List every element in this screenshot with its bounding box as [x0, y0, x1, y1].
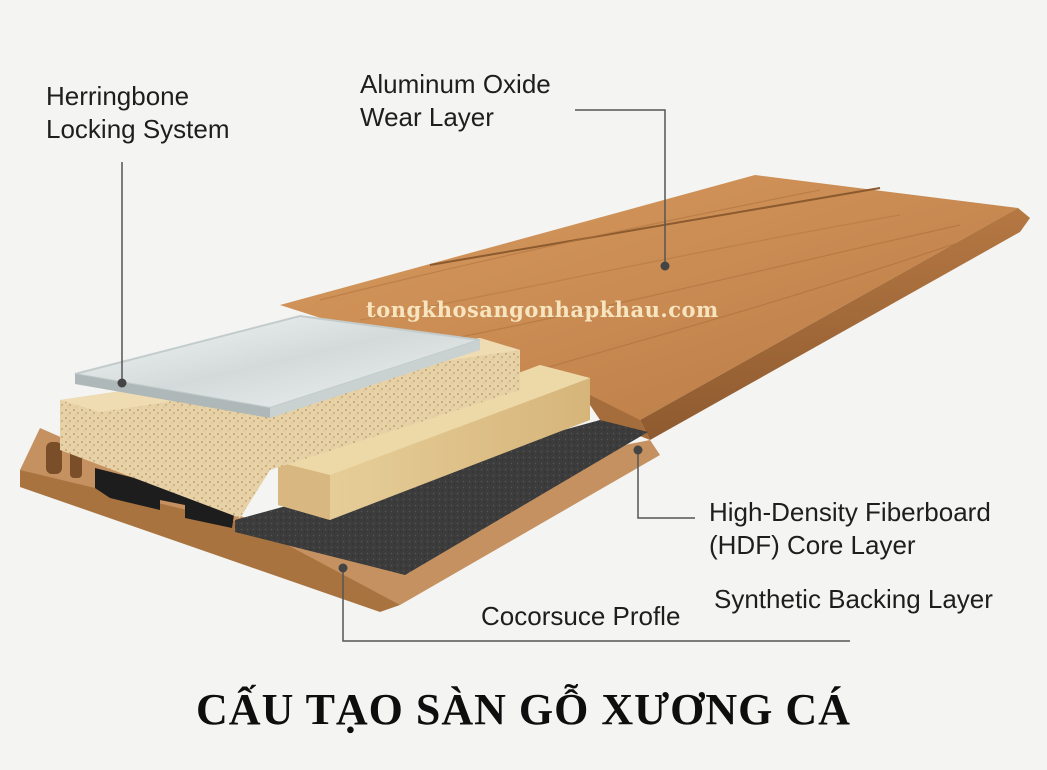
label-profile: Cocorsuce Profle	[481, 601, 681, 631]
label-synthetic-backing-layer: Synthetic Backing Layer	[714, 584, 993, 614]
leader-hdf	[637, 450, 695, 519]
label-oxide-line1: Aluminum Oxide	[360, 69, 551, 99]
leader-oxide	[575, 109, 666, 266]
label-aluminum-oxide-wear-layer: Aluminum Oxide Wear Layer	[360, 68, 551, 134]
leader-profile	[342, 568, 850, 642]
dot-hdf	[633, 445, 643, 455]
label-hdf-line1: High-Density Fiberboard	[709, 497, 991, 527]
label-oxide-line2: Wear Layer	[360, 102, 494, 132]
synthetic-backing-layer	[235, 420, 648, 575]
dot-herringbone	[117, 378, 127, 388]
dot-oxide	[660, 261, 670, 271]
dot-profile	[338, 563, 348, 573]
leader-dots	[117, 261, 670, 573]
label-herringbone-locking-system: Herringbone Locking System	[46, 80, 230, 146]
label-hdf-core-layer: High-Density Fiberboard (HDF) Core Layer	[709, 496, 991, 562]
leader-lines	[121, 109, 850, 642]
label-herringbone-line2: Locking System	[46, 114, 230, 144]
label-herringbone-line1: Herringbone	[46, 81, 190, 111]
diagram-title: CẤU TẠO SÀN GỖ XƯƠNG CÁ	[196, 685, 851, 734]
watermark-text: tongkhosangonhapkhau.com	[366, 297, 719, 322]
label-hdf-line2: (HDF) Core Layer	[709, 530, 916, 560]
